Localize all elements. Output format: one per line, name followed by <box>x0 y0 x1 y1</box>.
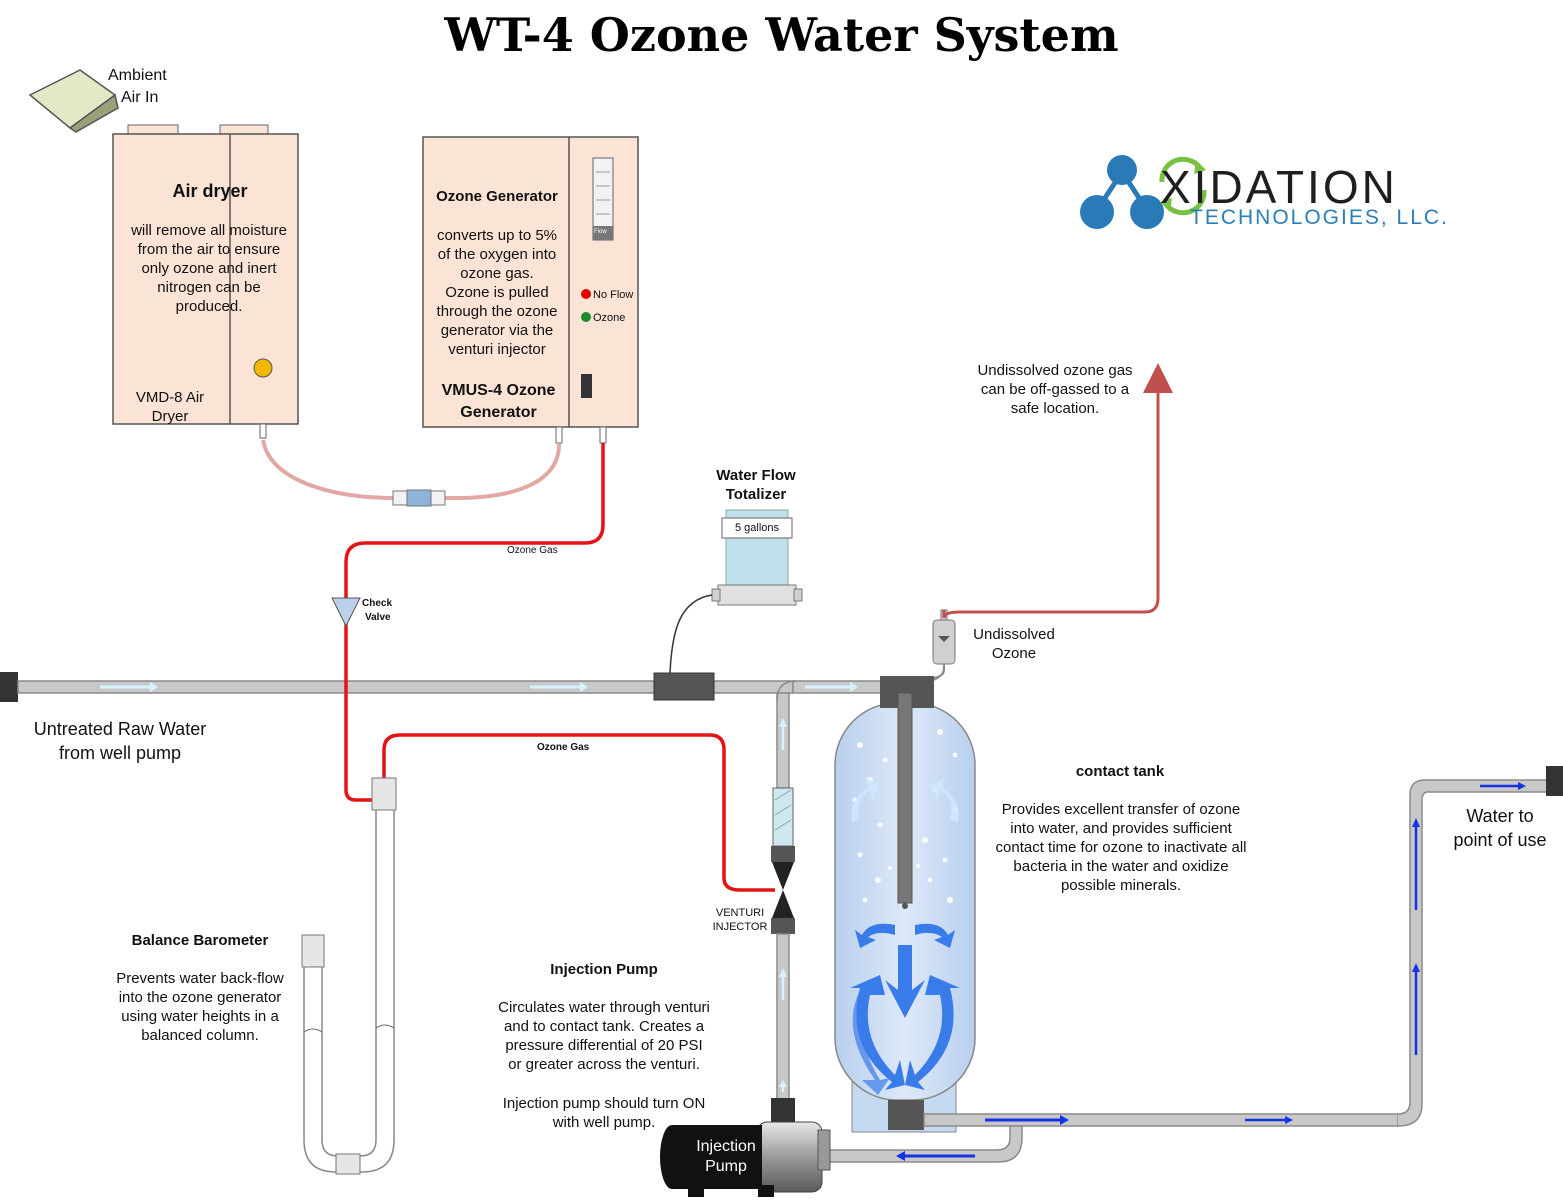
injection-pump-desc-1: Circulates water through venturi <box>498 999 710 1016</box>
injection-pump-desc-4: or greater across the venturi. <box>508 1056 700 1073</box>
undissolved-label-1: Undissolved <box>973 626 1055 643</box>
ozone-desc-5: through the ozone <box>436 303 558 320</box>
ozone-desc-3: ozone gas. <box>460 265 534 282</box>
check-valve-label-1: Check <box>362 598 393 609</box>
ozone-gas-label-upper: Ozone Gas <box>507 545 558 556</box>
ozone-desc-4: Ozone is pulled <box>445 284 549 301</box>
contact-tank-desc-2: into water, and provides sufficient <box>1010 820 1232 837</box>
air-intake-icon <box>28 69 119 133</box>
treated-water-pipe <box>825 766 1563 1163</box>
injection-pump-desc-5: Injection pump should turn ON <box>502 1095 706 1112</box>
totalizer-label-2: Totalizer <box>725 486 787 503</box>
pump-label-1: Injection <box>696 1138 756 1155</box>
logo-subtitle: TECHNOLOGIES, LLC. <box>1190 206 1449 229</box>
venturi-label-1: VENTURI <box>715 907 765 919</box>
venturi-label-2: INJECTOR <box>712 921 768 933</box>
contact-tank-heading: contact tank <box>1075 763 1165 780</box>
offgas-label-3: safe location. <box>1010 400 1100 417</box>
offgas-label-1: Undissolved ozone gas <box>977 362 1133 379</box>
air-dryer-unit <box>112 124 299 439</box>
balance-barometer <box>301 777 397 1175</box>
contact-tank <box>834 676 976 1133</box>
contact-tank-desc-4: bacteria in the water and oxidize <box>1013 858 1229 875</box>
check-valve-icon <box>331 597 361 628</box>
company-logo-icon <box>1080 155 1207 229</box>
indicator-no-flow-label: No Flow <box>593 289 634 301</box>
air-dryer-model-2: Dryer <box>151 408 189 425</box>
injection-pump <box>660 1098 831 1197</box>
air-dryer-description: will remove all moisture from the air to… <box>131 222 287 315</box>
air-line <box>261 439 562 500</box>
injection-pump-desc-6: with well pump. <box>552 1114 656 1131</box>
flowmeter-label: Flow <box>594 229 607 235</box>
water-out-label-1: Water to <box>1466 806 1534 826</box>
logo-name: XIDATION <box>1160 161 1398 213</box>
ozone-desc-2: of the oxygen into <box>437 246 557 263</box>
contact-tank-desc-5: possible minerals. <box>1060 877 1182 894</box>
barometer-desc-4: balanced column. <box>141 1027 259 1044</box>
ozone-desc-6: generator via the <box>440 322 554 339</box>
air-in-label-2: Air In <box>121 89 159 106</box>
ozone-gas-line-upper <box>344 443 605 802</box>
offgas-label-2: can be off-gassed to a <box>980 381 1130 398</box>
check-valve-label-2: Valve <box>365 612 391 623</box>
raw-water-label-2: from well pump <box>58 743 182 763</box>
contact-tank-desc-3: contact time for ozone to inactivate all <box>995 839 1247 856</box>
venturi-loop-pipe <box>771 680 798 1100</box>
ozone-generator-unit <box>422 136 639 444</box>
page-title: WT-4 Ozone Water System <box>444 8 1119 62</box>
barometer-heading: Balance Barometer <box>131 932 269 949</box>
raw-water-label-1: Untreated Raw Water <box>33 719 207 739</box>
pump-label-2: Pump <box>705 1158 747 1175</box>
barometer-desc-1: Prevents water back-flow <box>116 970 284 987</box>
ozone-model-2: Generator <box>460 404 537 421</box>
water-out-label-2: point of use <box>1453 830 1547 850</box>
undissolved-label-2: Ozone <box>991 645 1037 662</box>
raw-water-pipe <box>0 672 884 702</box>
ozone-generator-heading: Ozone Generator <box>436 188 558 205</box>
indicator-ozone-label: Ozone <box>593 312 626 324</box>
barometer-desc-2: into the ozone generator <box>118 989 282 1006</box>
barometer-desc-3: using water heights in a <box>121 1008 279 1025</box>
injection-pump-heading: Injection Pump <box>550 961 658 978</box>
air-filter-icon <box>392 489 446 507</box>
ozone-desc-1: converts up to 5% <box>436 227 558 244</box>
contact-tank-desc-1: Provides excellent transfer of ozone <box>1001 801 1241 818</box>
totalizer-label-1: Water Flow <box>716 467 796 484</box>
ozone-desc-7: venturi injector <box>448 341 546 358</box>
ozone-gas-label-lower: Ozone Gas <box>537 742 590 753</box>
water-flow-totalizer <box>669 509 803 674</box>
totalizer-reading: 5 gallons <box>734 522 780 534</box>
injection-pump-desc-2: and to contact tank. Creates a <box>503 1018 705 1035</box>
ozone-gas-line-lower <box>382 733 775 892</box>
air-dryer-model-1: VMD-8 Air <box>135 389 205 406</box>
air-in-label-1: Ambient <box>108 67 167 84</box>
tank-top-connector <box>933 665 945 681</box>
ozone-model-1: VMUS-4 Ozone <box>441 382 556 399</box>
air-dryer-heading: Air dryer <box>172 181 248 201</box>
injection-pump-desc-3: pressure differential of 20 PSI <box>505 1037 703 1054</box>
